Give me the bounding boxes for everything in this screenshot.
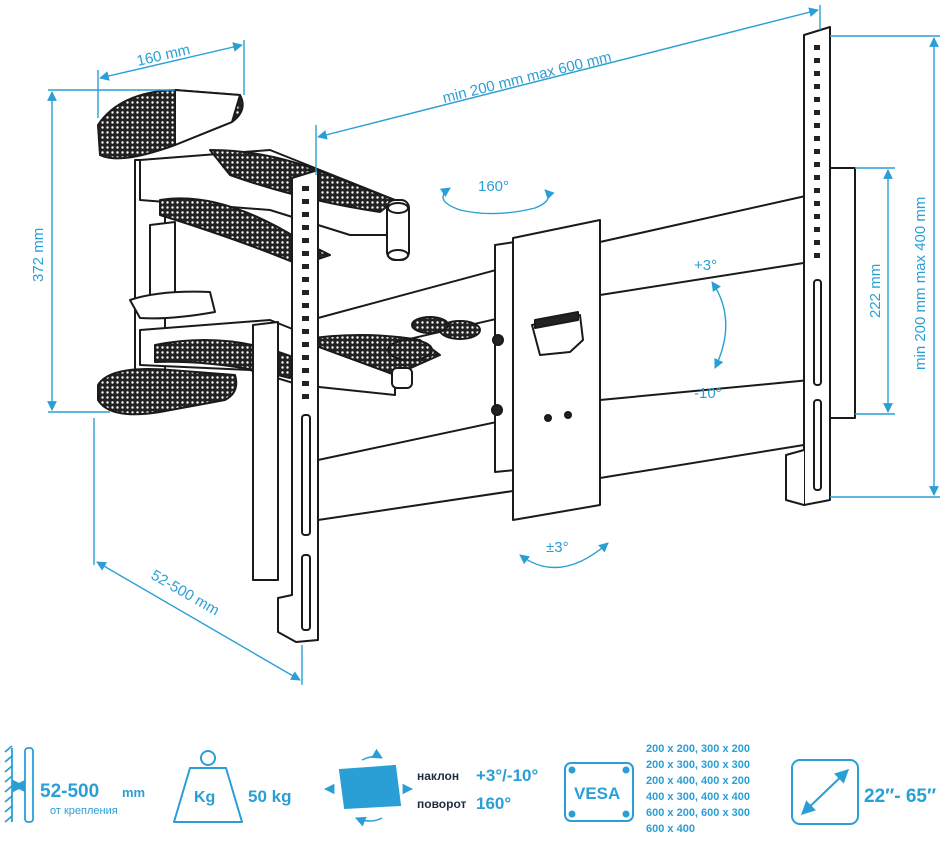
vesa-size: 200 x 400, 400 x 200 (646, 775, 750, 787)
depth-caption: от крепления (50, 805, 118, 817)
vesa-size: 400 x 300, 400 x 400 (646, 791, 750, 803)
horizontal-vesa-label: min 200 mm max 600 mm (441, 48, 613, 106)
screen-size-icon (791, 759, 859, 825)
weight-icon-label: Kg (194, 789, 215, 806)
tilt-down-label: -10° (694, 385, 722, 402)
tilt-label: наклон (417, 769, 459, 783)
arm-width-label: 160 mm (135, 41, 192, 70)
vesa-label: VESA (574, 784, 620, 803)
vesa-size: 200 x 200, 300 x 200 (646, 743, 750, 755)
weight-icon (173, 750, 243, 823)
swivel-label: 160° (478, 178, 509, 195)
left-vertical-rail (252, 169, 319, 643)
weight-value: 50 kg (248, 787, 291, 806)
tilt-bracket (491, 219, 601, 521)
vesa-sizes-list: 200 x 200, 300 x 200 200 x 300, 300 x 30… (646, 743, 750, 835)
plate-height-label: 222 mm (867, 264, 884, 318)
vesa-icon (564, 762, 634, 822)
vesa-size: 600 x 200, 600 x 300 (646, 807, 750, 819)
vesa-size: 600 x 400 (646, 823, 695, 835)
vertical-vesa-label: min 200 mm max 400 mm (912, 197, 929, 370)
level-label: ±3° (546, 539, 569, 556)
depth-label: 52-500 mm (148, 567, 222, 620)
height-label: 372 mm (30, 228, 47, 282)
screen-size-value: 22″- 65″ (864, 786, 936, 807)
wall-mount-drawing (97, 26, 856, 643)
tilt-value: +3°/-10° (476, 766, 538, 785)
depth-icon (4, 745, 34, 823)
depth-value: 52-500 (40, 781, 99, 802)
tilt-up-label: +3° (694, 257, 717, 274)
swivel-spec-label: поворот (417, 797, 466, 811)
dimension-lines (47, 5, 940, 685)
depth-unit: mm (122, 785, 145, 800)
vesa-size: 200 x 300, 300 x 300 (646, 759, 750, 771)
left-rail-holes (302, 186, 309, 399)
tilt-swivel-icon (323, 748, 414, 827)
swivel-value: 160° (476, 794, 511, 813)
